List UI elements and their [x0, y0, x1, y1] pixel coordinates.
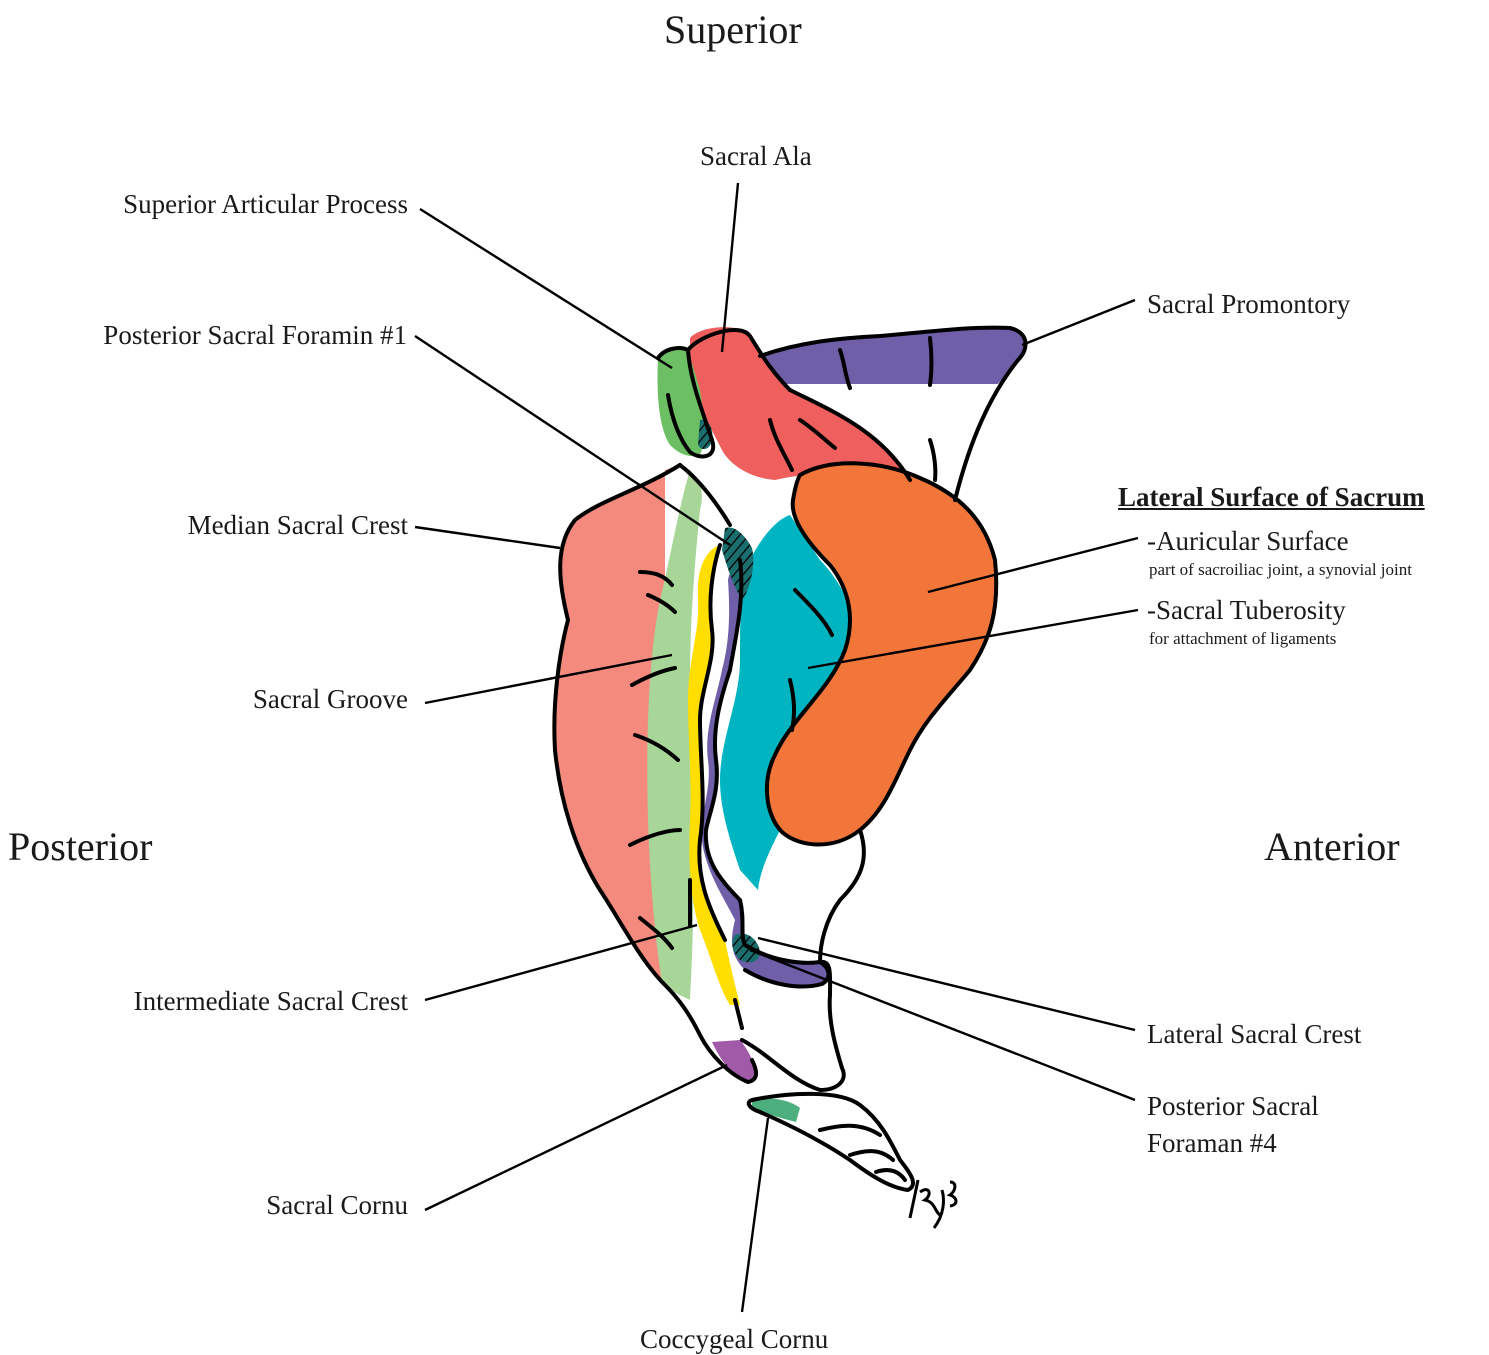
label-sacral-ala: Sacral Ala — [700, 143, 812, 170]
label-sacral-groove: Sacral Groove — [253, 686, 408, 713]
label-intermediate-sacral-crest: Intermediate Sacral Crest — [134, 988, 408, 1015]
label-superior-articular-process: Superior Articular Process — [123, 191, 408, 218]
direction-anterior: Anterior — [1264, 827, 1400, 867]
note-auricular-surface: part of sacroiliac joint, a synovial joi… — [1149, 561, 1412, 578]
label-median-sacral-crest: Median Sacral Crest — [188, 512, 408, 539]
label-auricular-surface: -Auricular Surface — [1147, 528, 1349, 555]
label-posterior-sacral-foramen-4-line2: Foraman #4 — [1147, 1130, 1277, 1157]
label-sacral-promontory: Sacral Promontory — [1147, 291, 1350, 318]
label-sacral-tuberosity: -Sacral Tuberosity — [1147, 597, 1346, 624]
direction-superior: Superior — [664, 10, 802, 50]
lateral-surface-heading: Lateral Surface of Sacrum — [1118, 484, 1425, 511]
label-posterior-sacral-foramen-1: Posterior Sacral Foramin #1 — [103, 322, 407, 349]
label-coccygeal-cornu: Coccygeal Cornu — [640, 1326, 828, 1353]
signature — [910, 1180, 956, 1228]
note-sacral-tuberosity: for attachment of ligaments — [1149, 630, 1336, 647]
label-posterior-sacral-foramen-4-line1: Posterior Sacral — [1147, 1093, 1319, 1120]
direction-posterior: Posterior — [8, 827, 152, 867]
label-lateral-sacral-crest: Lateral Sacral Crest — [1147, 1021, 1361, 1048]
label-sacral-cornu: Sacral Cornu — [266, 1192, 408, 1219]
